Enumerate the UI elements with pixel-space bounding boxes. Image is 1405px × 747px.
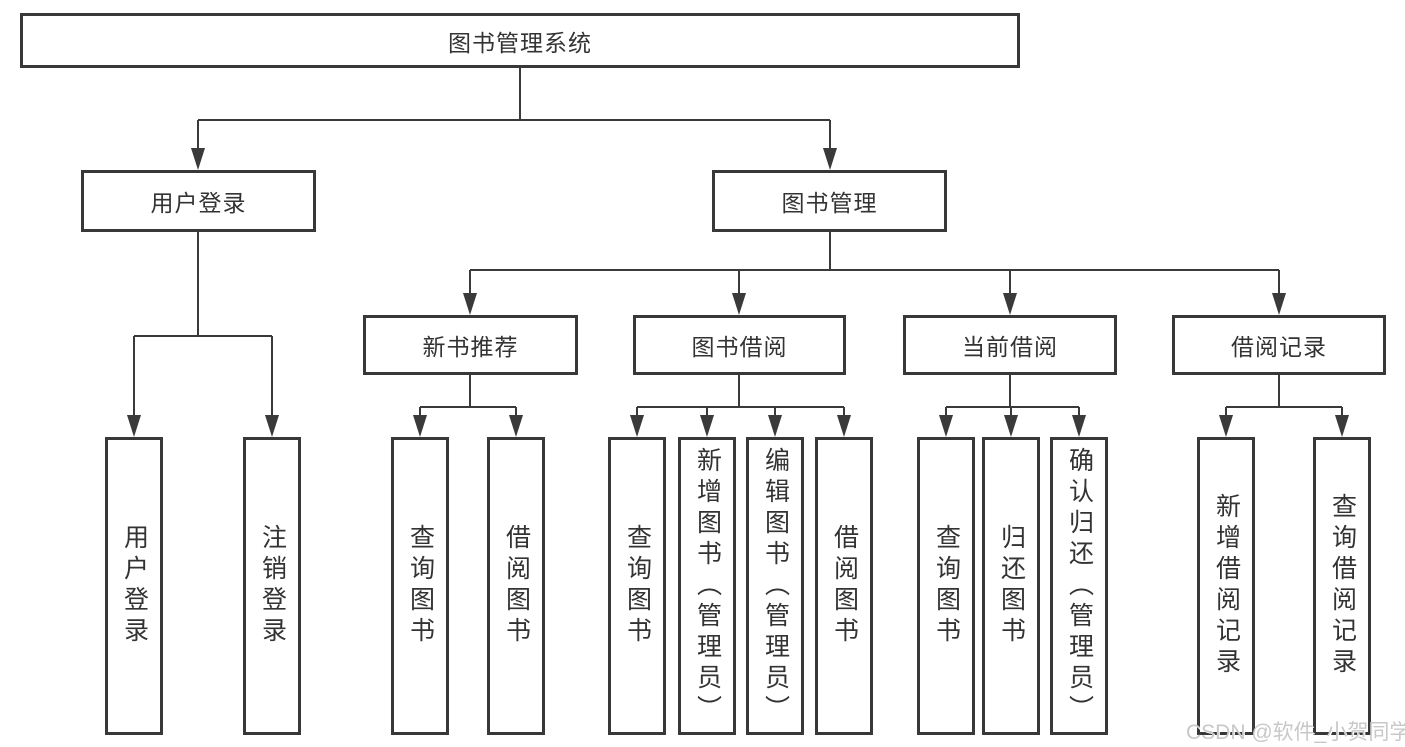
node-label: 查询图书 [623, 524, 652, 648]
arrow-icon [768, 415, 782, 437]
leaf-bb-add-book-admin: 新增图书（管理员） [678, 437, 736, 735]
node-label: 确认归还（管理员） [1065, 446, 1094, 726]
arrow-icon [630, 415, 644, 437]
leaf-nb-borrow-books: 借阅图书 [487, 437, 545, 735]
node-label: 新增图书（管理员） [693, 446, 722, 726]
leaf-nb-query-books: 查询图书 [391, 437, 449, 735]
arrow-icon [127, 415, 141, 437]
node-label: 编辑图书（管理员） [761, 446, 790, 726]
node-label: 图书借阅 [691, 334, 788, 360]
node-label: 图书管理 [781, 190, 878, 216]
node-label: 用户登录 [150, 190, 247, 216]
node-label: 查询借阅记录 [1328, 493, 1357, 679]
node-label: 用户登录 [120, 524, 149, 648]
leaf-cb-return-books: 归还图书 [982, 437, 1040, 735]
leaf-user-login: 用户登录 [105, 437, 163, 735]
arrow-icon [1219, 415, 1233, 437]
arrow-icon [837, 415, 851, 437]
node-label: 当前借阅 [962, 334, 1058, 360]
node-book-borrow: 图书借阅 [633, 315, 846, 375]
arrowheads [127, 148, 1349, 437]
arrow-icon [463, 293, 477, 315]
node-label: 新书推荐 [422, 334, 519, 360]
arrow-icon [1004, 415, 1018, 437]
arrow-icon [1003, 293, 1017, 315]
node-user-login: 用户登录 [81, 170, 316, 232]
node-root: 图书管理系统 [20, 13, 1020, 68]
arrow-icon [823, 148, 837, 170]
node-label: 借阅图书 [830, 524, 859, 648]
node-label: 注销登录 [258, 524, 287, 648]
leaf-br-add-record: 新增借阅记录 [1197, 437, 1255, 735]
node-borrow-records: 借阅记录 [1172, 315, 1386, 375]
node-label: 查询图书 [406, 524, 435, 648]
leaf-cb-confirm-return-admin: 确认归还（管理员） [1050, 437, 1108, 735]
connector-path [133, 68, 1343, 418]
node-new-book-recommend: 新书推荐 [363, 315, 578, 375]
arrow-icon [509, 415, 523, 437]
node-book-management: 图书管理 [712, 170, 947, 232]
watermark: CSDN @软件_小贺同学 [1186, 721, 1405, 744]
node-label: 借阅图书 [502, 524, 531, 648]
node-current-borrow: 当前借阅 [903, 315, 1117, 375]
arrow-icon [700, 415, 714, 437]
arrow-icon [1272, 293, 1286, 315]
arrow-icon [1335, 415, 1349, 437]
arrow-icon [265, 415, 279, 437]
node-label: 借阅记录 [1231, 334, 1327, 360]
leaf-logout: 注销登录 [243, 437, 301, 735]
arrow-icon [191, 148, 205, 170]
arrow-icon [939, 415, 953, 437]
arrow-icon [413, 415, 427, 437]
arrow-icon [1072, 415, 1086, 437]
leaf-br-query-record: 查询借阅记录 [1313, 437, 1371, 735]
node-label: 查询图书 [932, 524, 961, 648]
arrow-icon [732, 293, 746, 315]
leaf-bb-query-books: 查询图书 [608, 437, 666, 735]
leaf-bb-edit-book-admin: 编辑图书（管理员） [746, 437, 804, 735]
leaf-bb-borrow-books: 借阅图书 [815, 437, 873, 735]
leaf-cb-query-books: 查询图书 [917, 437, 975, 735]
node-label: 归还图书 [997, 524, 1026, 648]
node-label: 新增借阅记录 [1212, 493, 1241, 679]
node-label: 图书管理系统 [448, 29, 592, 56]
